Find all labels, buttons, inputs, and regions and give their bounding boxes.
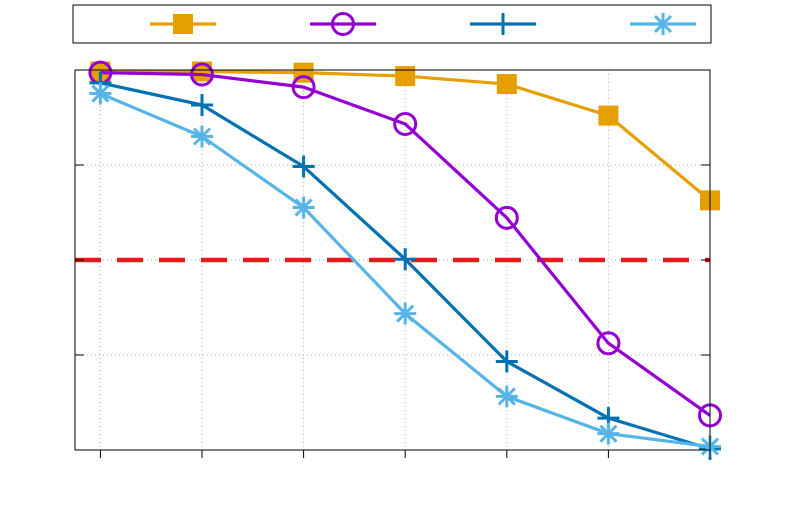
series-0-point-0 — [90, 61, 111, 82]
series-3-point-4-d2 — [497, 387, 516, 406]
series-3-point-3-d2 — [396, 304, 415, 323]
series-3-point-2-d2 — [294, 198, 313, 217]
axes — [74, 69, 711, 458]
series-group — [88, 60, 722, 460]
legend-marker-0 — [173, 14, 193, 34]
series-3-point-2 — [292, 196, 315, 219]
series-2-point-1 — [191, 93, 213, 116]
series-2-point-2 — [292, 155, 315, 178]
series-3 — [89, 82, 721, 458]
series-3-point-4 — [495, 385, 518, 408]
legend-entry-3 — [630, 13, 696, 35]
legend-entry-1 — [310, 12, 376, 36]
legend-marker-1 — [331, 12, 355, 36]
series-2-point-4 — [495, 350, 518, 373]
legend-marker-3-d2 — [653, 14, 673, 34]
series-3-point-5 — [597, 422, 620, 445]
series-1-point-1 — [190, 62, 214, 87]
series-0-point-3 — [395, 66, 416, 87]
series-3-point-0-d2 — [91, 84, 110, 103]
series-3-point-1 — [191, 125, 213, 148]
series-1-point-2 — [291, 75, 316, 100]
series-1-point-3 — [393, 111, 418, 136]
series-3-point-1-d2 — [192, 127, 212, 146]
series-0-point-4 — [496, 74, 517, 95]
series-3-point-3 — [394, 302, 417, 325]
series-3-point-0 — [89, 82, 112, 105]
legend-entry-0 — [150, 14, 216, 34]
series-1-line — [100, 71, 711, 417]
series-0-point-5 — [598, 105, 619, 126]
legend-marker-3 — [652, 13, 674, 35]
series-3-point-5-d2 — [599, 424, 618, 443]
legend-marker-2 — [492, 13, 514, 35]
series-1-point-5 — [596, 331, 621, 356]
series-1-point-4 — [494, 205, 519, 230]
series-1 — [88, 60, 722, 428]
legend — [150, 12, 696, 36]
series-2-point-3 — [394, 248, 417, 271]
legend-entry-2 — [470, 13, 536, 35]
